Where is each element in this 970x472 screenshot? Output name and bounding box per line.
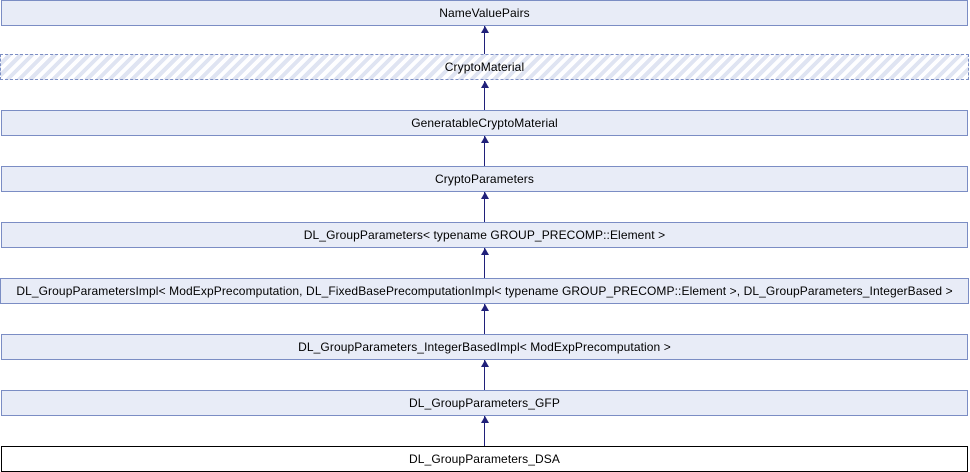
class-node-crypto-parameters[interactable]: CryptoParameters [1, 166, 968, 192]
inheritance-edge [484, 304, 485, 334]
inheritance-arrowhead-icon [481, 304, 489, 311]
inheritance-edge [484, 81, 485, 110]
class-node-dl-group-parameters[interactable]: DL_GroupParameters< typename GROUP_PRECO… [1, 222, 968, 248]
class-node-dl-group-parameters-gfp[interactable]: DL_GroupParameters_GFP [1, 390, 968, 416]
class-node-label: CryptoParameters [435, 172, 534, 186]
inheritance-edge [484, 360, 485, 390]
class-node-name-value-pairs[interactable]: NameValuePairs [1, 0, 968, 26]
class-node-label: DL_GroupParameters_DSA [409, 452, 560, 466]
inheritance-arrowhead-icon [481, 416, 489, 423]
class-node-label: DL_GroupParametersImpl< ModExpPrecomputa… [16, 284, 953, 298]
inheritance-arrowhead-icon [481, 81, 489, 88]
inheritance-edge [484, 416, 485, 446]
class-node-label: NameValuePairs [439, 6, 530, 20]
class-node-label: DL_GroupParameters< typename GROUP_PRECO… [303, 228, 666, 242]
inheritance-arrowhead-icon [481, 360, 489, 367]
class-node-label: DL_GroupParameters_GFP [409, 396, 560, 410]
inheritance-arrowhead-icon [481, 192, 489, 199]
class-node-label: CryptoMaterial [444, 60, 525, 74]
class-node-dl-group-parameters-impl[interactable]: DL_GroupParametersImpl< ModExpPrecomputa… [0, 278, 969, 304]
class-node-dl-group-parameters-integer-based-impl[interactable]: DL_GroupParameters_IntegerBasedImpl< Mod… [1, 334, 968, 360]
class-node-label: GeneratableCryptoMaterial [411, 116, 558, 130]
class-node-label: DL_GroupParameters_IntegerBasedImpl< Mod… [298, 340, 671, 354]
inheritance-arrowhead-icon [481, 26, 489, 33]
inheritance-edge [484, 136, 485, 166]
inheritance-edge [484, 248, 485, 278]
class-node-generatable-crypto-material[interactable]: GeneratableCryptoMaterial [1, 110, 968, 136]
inheritance-edge [484, 26, 485, 54]
inheritance-arrowhead-icon [481, 248, 489, 255]
inheritance-edge [484, 192, 485, 222]
class-node-dl-group-parameters-dsa[interactable]: DL_GroupParameters_DSA [1, 446, 968, 472]
class-node-crypto-material[interactable]: CryptoMaterial [0, 54, 969, 80]
inheritance-arrowhead-icon [481, 136, 489, 143]
